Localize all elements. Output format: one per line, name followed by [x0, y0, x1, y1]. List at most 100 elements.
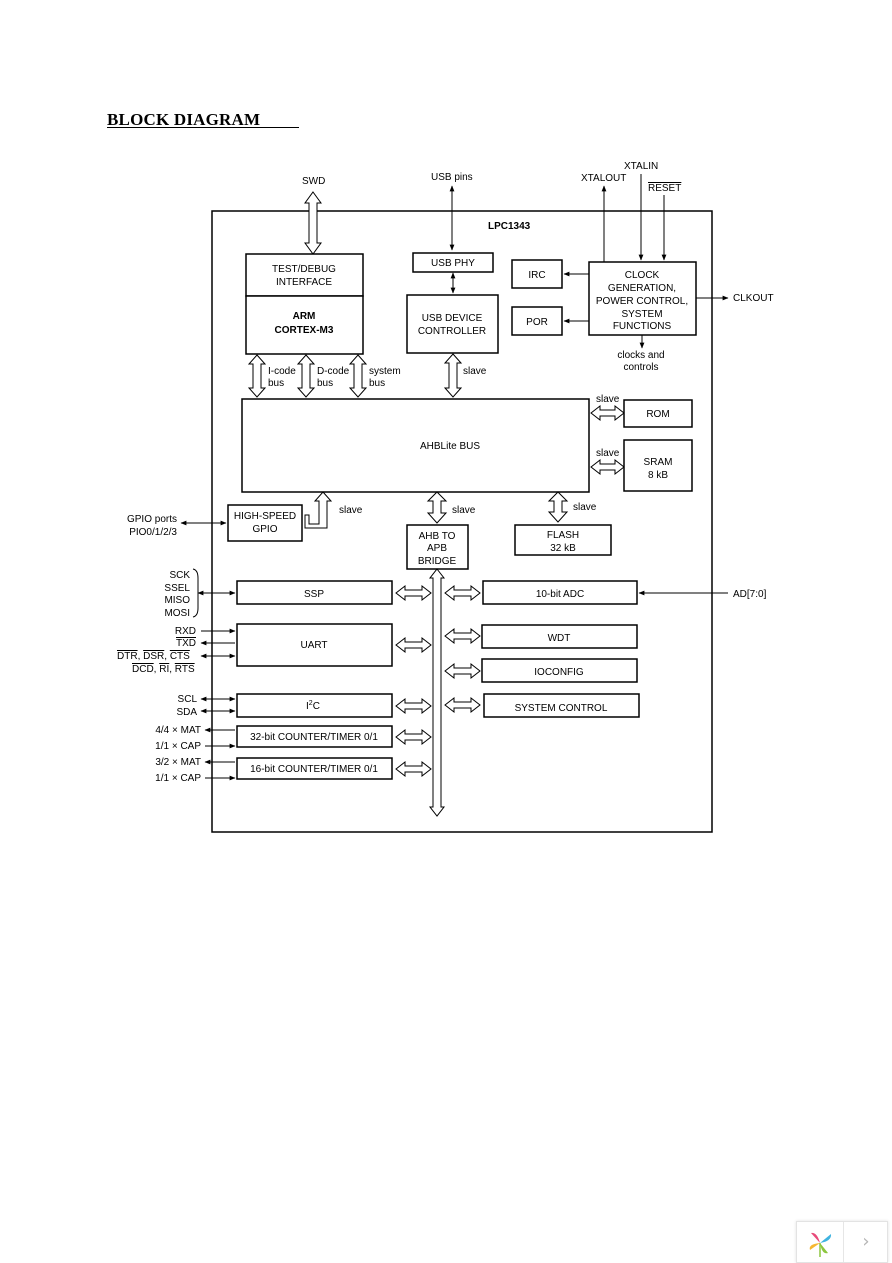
sram-block — [623, 439, 693, 492]
page-nav-widget: › — [796, 1221, 888, 1263]
clock-gen-line-1: CLOCK — [625, 270, 660, 281]
icode-label-1: I-code — [268, 366, 296, 377]
uart-pin-rxd: RXD — [175, 626, 196, 637]
system-control-label: SYSTEM CONTROL — [515, 703, 608, 714]
xtalout-label: XTALOUT — [581, 173, 626, 184]
i2c-pin-scl: SCL — [178, 694, 198, 705]
test-debug-line-2: INTERFACE — [276, 277, 332, 288]
ssp-pin-ssel: SSEL — [164, 583, 190, 594]
timer16-label: 16-bit COUNTER/TIMER 0/1 — [250, 764, 378, 775]
system-control-apb-arrow — [444, 696, 481, 714]
test-debug-line-1: TEST/DEBUG — [272, 264, 336, 275]
usb-device-controller-block — [406, 294, 499, 354]
rom-label: ROM — [646, 409, 669, 420]
usb-pins-label: USB pins — [431, 172, 473, 183]
rom-slave-arrow — [590, 404, 625, 422]
uart-pin-txd: TXD — [176, 638, 196, 649]
uart-modem-line-2: DCD, RI, RTS — [132, 664, 195, 675]
sram-slave-arrow — [590, 458, 625, 476]
ssp-block — [236, 580, 393, 605]
timer32-label: 32-bit COUNTER/TIMER 0/1 — [250, 732, 378, 743]
system-control-block — [483, 693, 640, 718]
wdt-label: WDT — [548, 633, 571, 644]
flash-slave-label: slave — [573, 502, 597, 513]
i2c-label: I2C — [306, 700, 320, 712]
timer32-block — [236, 725, 393, 748]
gpio-slave-label: slave — [339, 505, 363, 516]
xtalin-label: XTALIN — [624, 161, 658, 172]
system-bus-arrow — [348, 354, 368, 398]
section-title-underline — [107, 127, 299, 128]
bridge-slave-arrow — [426, 491, 448, 524]
wdt-apb-arrow — [444, 627, 481, 645]
ssp-pin-mosi: MOSI — [164, 608, 190, 619]
adc-block — [482, 580, 638, 605]
gpio-ports-line-2: PIO0/1/2/3 — [129, 527, 177, 538]
clock-gen-line-4: SYSTEM — [621, 309, 662, 320]
clkout-label: CLKOUT — [733, 293, 774, 304]
sram-line-1: SRAM — [644, 457, 673, 468]
ssp-pin-miso: MISO — [164, 595, 190, 606]
bridge-line-2: APB — [427, 543, 447, 554]
ahblite-bus-label: AHBLite BUS — [420, 441, 480, 452]
clock-gen-line-2: GENERATION, — [608, 283, 676, 294]
test-debug-interface-block — [245, 253, 364, 297]
gpio-ports-line-1: GPIO ports — [127, 514, 177, 525]
irc-label: IRC — [528, 270, 545, 281]
sram-line-2: 8 kB — [648, 470, 668, 481]
rom-block — [623, 399, 693, 428]
system-bus-label-1: system — [369, 366, 401, 377]
i2c-block — [236, 693, 393, 718]
clock-gen-line-3: POWER CONTROL, — [596, 296, 688, 307]
sram-slave-label: slave — [596, 448, 620, 459]
irc-block — [511, 259, 563, 289]
swd-bus-arrow — [304, 191, 322, 255]
icode-bus-arrow — [247, 354, 267, 398]
arm-cortex-m3-block — [245, 295, 364, 355]
system-bus-label-2: bus — [369, 378, 385, 389]
clock-generation-block — [588, 261, 697, 336]
usb-slave-label: slave — [463, 366, 487, 377]
timer16-mat-label: 3/2 × MAT — [155, 757, 201, 768]
adc-apb-arrow — [444, 584, 481, 602]
usb-device-line-1: USB DEVICE — [422, 313, 483, 324]
usb-phy-block — [412, 252, 494, 273]
bridge-line-3: BRIDGE — [418, 556, 457, 567]
bridge-slave-label: slave — [452, 505, 476, 516]
por-block — [511, 306, 563, 336]
ahb-to-apb-bridge-block — [406, 524, 469, 570]
ssp-pin-sck: SCK — [169, 570, 190, 581]
ioconfig-label: IOCONFIG — [534, 667, 584, 678]
wdt-block — [481, 624, 638, 649]
flash-slave-arrow — [547, 491, 569, 523]
section-title: BLOCK DIAGRAM — [107, 110, 261, 129]
por-label: POR — [526, 317, 548, 328]
arm-line-1: ARM — [293, 311, 316, 322]
timer16-cap-label: 1/1 × CAP — [155, 773, 201, 784]
flash-line-2: 32 kB — [550, 543, 576, 554]
bridge-line-1: AHB TO — [419, 531, 456, 542]
timer32-cap-label: 1/1 × CAP — [155, 741, 201, 752]
swd-label: SWD — [302, 176, 325, 187]
uart-modem-line-1: DTR, DSR, CTS — [117, 651, 190, 662]
flash-block — [514, 524, 612, 556]
dcode-bus-arrow — [296, 354, 316, 398]
chip-name: LPC1343 — [488, 221, 531, 232]
adc-pins-label: AD[7:0] — [733, 589, 767, 600]
timer32-apb-arrow — [395, 728, 432, 746]
dcode-label-1: D-code — [317, 366, 350, 377]
gpio-line-1: HIGH-SPEED — [234, 511, 296, 522]
i2c-apb-arrow — [395, 697, 432, 715]
dcode-label-2: bus — [317, 378, 333, 389]
usb-phy-label: USB PHY — [431, 258, 475, 269]
usb-device-line-2: CONTROLLER — [418, 326, 486, 337]
uart-label: UART — [300, 640, 327, 651]
clocks-controls-line-1: clocks and — [617, 350, 664, 361]
uart-block — [236, 623, 393, 667]
usb-slave-arrow — [443, 353, 463, 398]
next-page-button[interactable]: › — [843, 1222, 888, 1262]
flash-line-1: FLASH — [547, 530, 579, 541]
gpio-line-2: GPIO — [252, 524, 277, 535]
gpio-slave-arrow — [304, 491, 333, 529]
